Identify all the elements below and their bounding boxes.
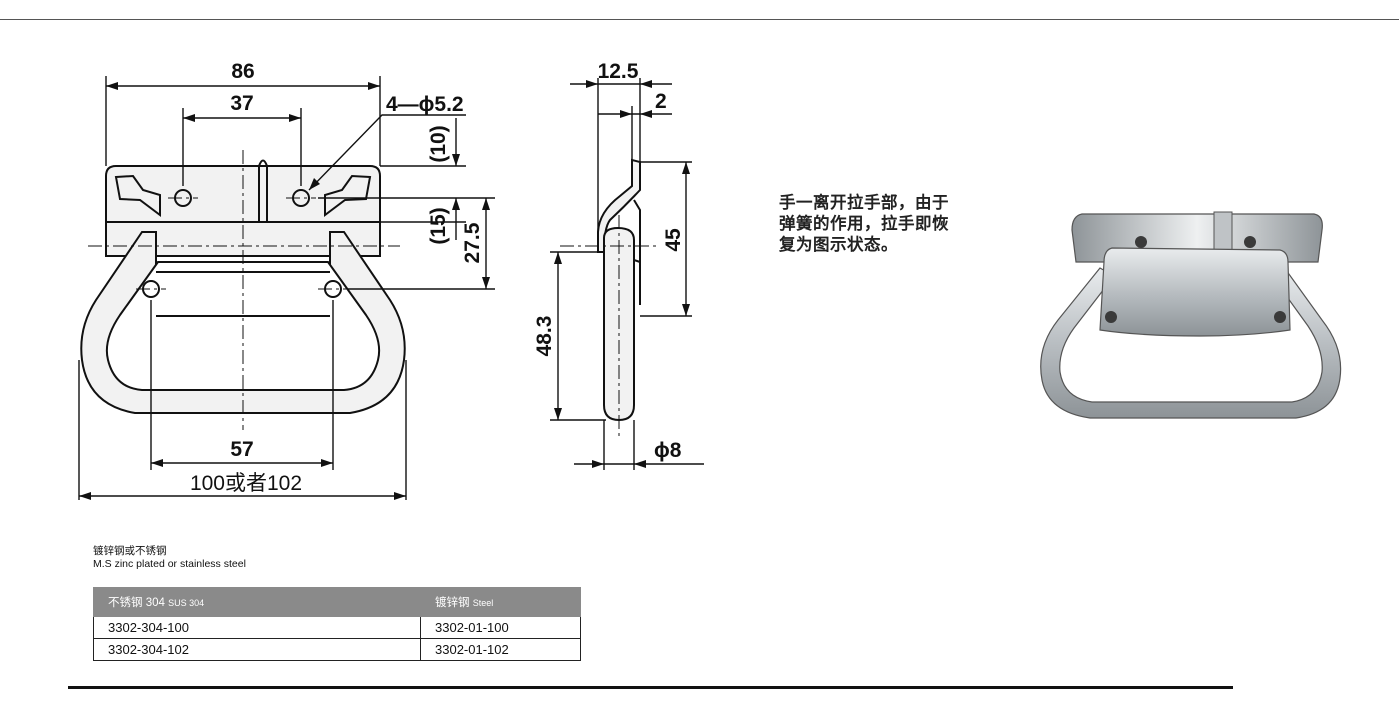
header-steel-cn: 镀锌钢 <box>435 597 470 609</box>
photo-hole <box>1244 236 1256 248</box>
product-photo <box>1040 211 1342 419</box>
dim-hole-spacing-bottom: 57 <box>230 438 253 461</box>
material-label: 镀锌钢或不锈钢 M.S zinc plated or stainless ste… <box>93 545 246 571</box>
dim-27-5: 27.5 <box>461 222 484 263</box>
plate-tab <box>258 159 268 222</box>
front-center-lines <box>88 150 400 430</box>
usage-note-line: 弹簧的作用，拉手即恢 <box>779 214 949 233</box>
dim-hole-spacing-top: 37 <box>230 92 253 115</box>
usage-note-line: 复为图示状态。 <box>779 235 898 254</box>
material-en: M.S zinc plated or stainless steel <box>93 558 246 570</box>
dim-15: (15) <box>427 207 450 244</box>
table-cell: 3302-01-100 <box>420 616 581 639</box>
table-cell: 3302-304-102 <box>93 638 421 661</box>
plate-bend-right <box>324 174 372 217</box>
top-rule <box>0 19 1399 20</box>
table-row: 3302-304-102 3302-01-102 <box>93 638 581 661</box>
header-sus304-en: SUS 304 <box>168 598 205 608</box>
header-sus304-cn: 不锈钢 304 <box>108 597 165 609</box>
front-dimension-lines <box>78 76 495 500</box>
bottom-rule <box>68 686 1233 689</box>
header-steel-en: Steel <box>472 598 494 608</box>
material-cn: 镀锌钢或不锈钢 <box>93 545 167 557</box>
dim-height-48-3: 48.3 <box>533 316 556 357</box>
dim-overall-top: 86 <box>231 60 254 83</box>
side-spring <box>633 199 641 305</box>
table-row: 3302-304-100 3302-01-100 <box>93 616 581 639</box>
photo-hole <box>1135 236 1147 248</box>
table-header-row: 不锈钢 304 SUS 304 镀锌钢 Steel <box>93 587 581 617</box>
usage-note: 手一离开拉手部，由于 弹簧的作用，拉手即恢 复为图示状态。 <box>779 192 1029 255</box>
side-arrowheads <box>554 80 690 468</box>
front-arrowheads <box>79 82 490 500</box>
dim-holes: 4—ϕ5.2 <box>386 93 464 116</box>
dim-depth: 12.5 <box>598 60 639 83</box>
photo-hole <box>1274 311 1286 323</box>
dim-thickness: 2 <box>655 90 667 113</box>
photo-bar <box>1099 247 1291 337</box>
photo-hole <box>1105 311 1117 323</box>
side-center-lines <box>560 215 660 440</box>
photo-handle <box>1040 267 1342 419</box>
photo-tab <box>1213 211 1233 251</box>
header-sus304: 不锈钢 304 SUS 304 <box>93 587 421 617</box>
dim-height-45: 45 <box>662 228 685 252</box>
plate-bend-left <box>114 174 161 217</box>
usage-note-line: 手一离开拉手部，由于 <box>779 193 949 212</box>
header-steel: 镀锌钢 Steel <box>420 587 581 617</box>
table-cell: 3302-304-100 <box>93 616 421 639</box>
part-number-table: 不锈钢 304 SUS 304 镀锌钢 Steel 3302-304-100 3… <box>93 587 581 661</box>
table-cell: 3302-01-102 <box>420 638 581 661</box>
dim-10: (10) <box>427 125 450 162</box>
dim-rod-dia: ϕ8 <box>654 439 682 462</box>
dim-overall-bottom: 100或者102 <box>190 472 302 495</box>
